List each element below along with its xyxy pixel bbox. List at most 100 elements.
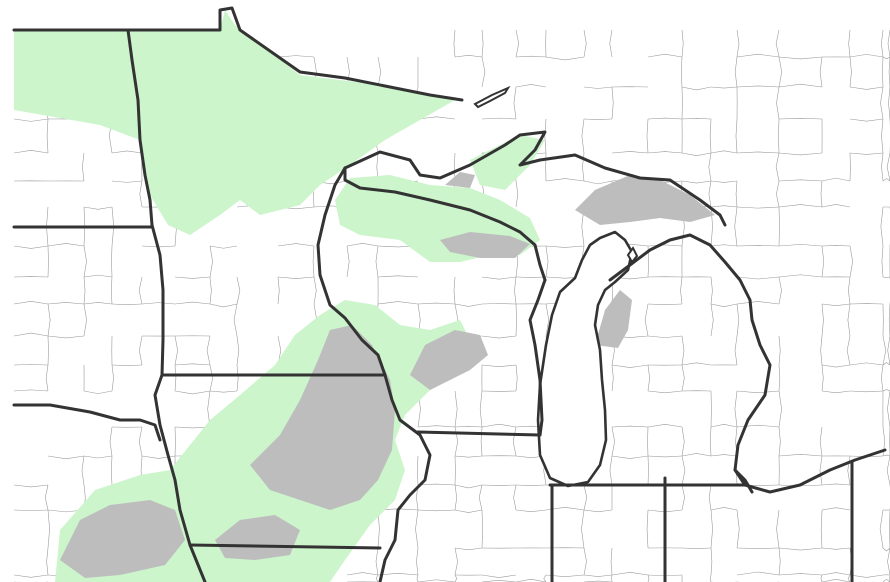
county-line: [708, 484, 712, 511]
county-line: [454, 484, 483, 489]
border-wi-il: [416, 430, 542, 437]
county-line: [710, 86, 738, 89]
county-line: [881, 118, 884, 154]
county-line: [778, 547, 781, 576]
county-line: [236, 364, 239, 392]
county-line: [545, 56, 585, 61]
county-line: [681, 29, 684, 58]
county-line: [821, 303, 824, 337]
county-line: [209, 276, 212, 305]
county-line: [821, 204, 851, 208]
county-line: [821, 364, 824, 392]
county-line: [377, 573, 419, 576]
border-detroit-river: [733, 468, 754, 494]
county-line: [847, 574, 851, 582]
county-line: [454, 303, 483, 307]
border-wi-up: [343, 166, 547, 282]
state-borders: [12, 6, 887, 582]
county-line: [174, 390, 211, 395]
border-mn-wi: [316, 166, 387, 377]
county-line: [849, 56, 852, 88]
county-line: [821, 547, 851, 550]
county-line: [882, 362, 890, 366]
county-line: [478, 484, 483, 511]
gray-area-southwest: [60, 500, 185, 578]
county-line: [820, 509, 823, 549]
county-line: [47, 335, 85, 339]
county-line: [735, 118, 738, 154]
county-line: [515, 55, 547, 58]
county-line: [734, 390, 738, 428]
county-line: [174, 363, 211, 366]
county-line: [681, 152, 712, 156]
county-line: [644, 303, 649, 337]
county-line: [710, 303, 714, 337]
county-line: [513, 86, 517, 120]
county-line: [375, 547, 379, 576]
county-line: [819, 455, 823, 486]
county-line: [887, 335, 890, 366]
county-line: [882, 454, 890, 457]
county-line: [611, 572, 649, 576]
county-line: [277, 276, 315, 279]
county-line: [708, 180, 712, 208]
county-line: [583, 180, 613, 185]
county-line: [736, 53, 780, 58]
county-line: [111, 364, 143, 366]
county-line: [849, 118, 884, 122]
county-line: [710, 276, 713, 305]
county-line: [887, 390, 890, 428]
county-line: [647, 303, 683, 305]
county-line: [778, 117, 823, 120]
county-line: [778, 244, 823, 247]
county-line: [481, 574, 517, 578]
county-line: [710, 303, 738, 308]
county-line: [680, 56, 683, 88]
gray-area-lower-mi-west: [595, 290, 632, 348]
county-line: [819, 426, 823, 457]
county-line: [481, 423, 517, 428]
county-line: [377, 56, 382, 88]
county-line: [709, 426, 712, 457]
gray-area-south-central: [215, 515, 300, 560]
border-mn-sd: [150, 223, 165, 377]
county-line: [111, 303, 143, 306]
county-line: [778, 364, 781, 392]
county-line: [881, 245, 884, 278]
border-wi-ia: [378, 373, 432, 582]
county-line: [820, 335, 823, 366]
county-line: [47, 302, 85, 305]
county-line: [849, 574, 884, 578]
county-line: [681, 118, 712, 120]
county-line: [881, 29, 884, 58]
county-line: [710, 547, 713, 576]
county-line: [13, 150, 49, 154]
county-line: [454, 426, 483, 428]
county-line: [83, 303, 87, 337]
county-line: [710, 180, 738, 183]
county-line: [417, 483, 456, 486]
county-line: [880, 86, 884, 120]
county-line: [583, 118, 613, 120]
county-line: [174, 364, 177, 392]
county-line: [138, 426, 143, 457]
county-line: [736, 206, 780, 209]
county-line: [83, 390, 113, 394]
county-line: [848, 276, 851, 305]
county-line: [312, 245, 315, 278]
county-line: [736, 245, 780, 247]
county-line: [209, 303, 238, 308]
county-line: [514, 276, 517, 305]
county-line: [882, 276, 890, 279]
county-line: [583, 509, 613, 513]
county-line: [46, 547, 49, 576]
county-line: [111, 455, 113, 486]
county-line: [47, 509, 50, 549]
county-line: [681, 362, 712, 366]
border-canada: [12, 6, 464, 102]
county-line: [778, 204, 823, 208]
county-line: [417, 302, 456, 305]
county-line: [110, 276, 113, 305]
county-line: [515, 29, 520, 58]
